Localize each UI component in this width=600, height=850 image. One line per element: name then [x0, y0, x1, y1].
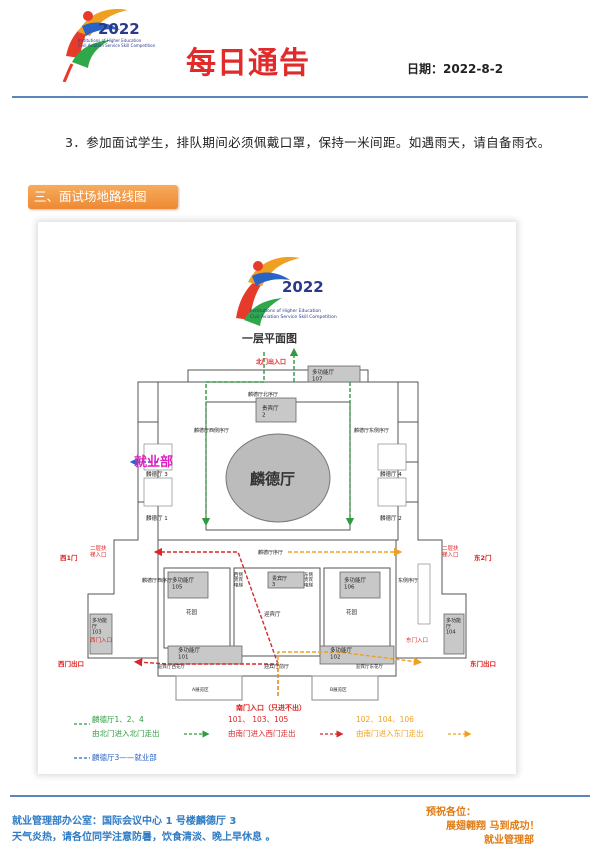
floor-plan-svg: 2022 Institutions of Higher Education Ci…	[58, 257, 496, 762]
notice-date: 日期：2022-8-2	[407, 62, 504, 76]
east-exit-label: 东门出口	[470, 659, 496, 668]
route-legend: 麟德厅1、2、4 由北门进入北门走出 101、 103、105 由南门进入西门走…	[74, 714, 472, 762]
lin-hall-1-label: 麟德厅 1	[146, 514, 168, 522]
south-gate-label: 南门入口（只进不出）	[236, 703, 306, 712]
employment-dept-tag: 就业部	[134, 454, 173, 470]
footer-signature: 就业管理部	[484, 835, 534, 846]
section-heading: 三、面试场地路线图	[28, 185, 178, 209]
logo-caption-line-1: Institutions of Higher Education	[78, 38, 142, 43]
header-divider	[12, 96, 588, 98]
lin-hall-2-label: 麟德厅 2	[380, 514, 402, 522]
logo-graphic	[62, 8, 128, 83]
reception-east-label: 迎宾厅东花厅	[356, 663, 383, 670]
footer-divider	[10, 795, 590, 797]
floor-plan-title: 一层平面图	[242, 332, 297, 345]
west-lift-label: 西侧贵宾电梯	[234, 571, 243, 588]
north-corridor-label: 麟德厅北序厅	[248, 391, 278, 398]
map-logo-caption-2: Civil Aviation Service Skill Competition	[250, 314, 337, 320]
garden-west-label: 花园	[186, 608, 198, 616]
lin-hall-3-label: 麟德厅 3	[146, 470, 168, 478]
reception-west-label: 迎宾厅西花厅	[158, 663, 185, 670]
legend-blue-route: 麟德厅3——就业部	[92, 752, 157, 762]
east-corridor-label: 麟德厅东侧序厅	[354, 427, 389, 434]
east-gate-2-label: 东2门	[474, 553, 492, 562]
notice-paragraph: 3．参加面试学生，排队期间必须佩戴口罩，保持一米间距。如遇雨天，请自备雨衣。	[65, 135, 551, 150]
east-hall-corridor-label: 东侧序厅	[398, 577, 418, 584]
west-gate-1-label: 西1门	[60, 553, 78, 562]
west-exit-label: 西门出口	[58, 659, 84, 668]
logo-year: 2022	[98, 20, 140, 38]
west-corridor-label: 麟德厅西侧序厅	[194, 427, 229, 434]
reception-label: 迎宾厅	[264, 610, 281, 618]
legend-green-title: 麟德厅1、2、4	[92, 714, 144, 724]
seating-blocks	[143, 443, 431, 625]
footer-office-address: 就业管理部办公室：国际会议中心 1 号楼麟德厅 3	[12, 816, 237, 827]
legend-red-route: 由南门进入西门走出	[228, 728, 296, 738]
footer-greeting: 预祝各位：	[426, 807, 476, 818]
map-logo	[236, 257, 300, 326]
legend-green-route: 由北门进入北门走出	[92, 728, 160, 738]
map-logo-caption-1: Institutions of Higher Education	[250, 308, 321, 314]
east-escalator-label: 二层扶梯入口	[442, 544, 459, 558]
west-escalator-label: 二层扶梯入口	[90, 544, 107, 558]
footer-weather-tip: 天气炎热，请各位同学注意防暑，饮食清淡、晚上早休息 。	[12, 832, 276, 843]
lobby-a-label: A展览区	[192, 686, 209, 693]
legend-orange-title: 102、104、106	[356, 715, 414, 724]
west-gate-entry-label: 西门入口	[90, 636, 112, 644]
page-title: 每日通告	[186, 46, 310, 81]
east-lift-label: 东侧贵宾电梯	[304, 571, 313, 588]
main-hall-label: 麟德厅	[250, 470, 295, 488]
legend-red-title: 101、 103、105	[228, 715, 289, 724]
route-lines	[129, 347, 423, 696]
north-entry-label: 北门出入口	[256, 358, 286, 366]
west-hall-corridor-label: 麟德厅西序厅	[142, 577, 172, 584]
legend-orange-route: 由南门进入东门走出	[356, 728, 424, 738]
south-corridor-label: 麟德厅序厅	[258, 549, 283, 556]
garden-east-label: 花园	[346, 608, 358, 616]
grey-rooms	[89, 365, 465, 665]
lin-hall-4-label: 麟德厅 4	[380, 470, 402, 478]
logo-caption-line-2: Civil Aviation Service Skill Competition	[78, 43, 156, 48]
east-gate-entry-label: 东门入口	[406, 636, 428, 644]
footer-wish: 展翅翱翔 马到成功！	[446, 821, 540, 832]
venue-route-map: 2022 Institutions of Higher Education Ci…	[38, 222, 516, 774]
lobby-b-label: B展览区	[330, 686, 347, 693]
map-logo-year: 2022	[282, 278, 324, 296]
competition-logo	[58, 2, 140, 83]
reception-front-label: 迎宾厅前厅	[264, 663, 289, 670]
main-hall-shape	[225, 433, 331, 523]
